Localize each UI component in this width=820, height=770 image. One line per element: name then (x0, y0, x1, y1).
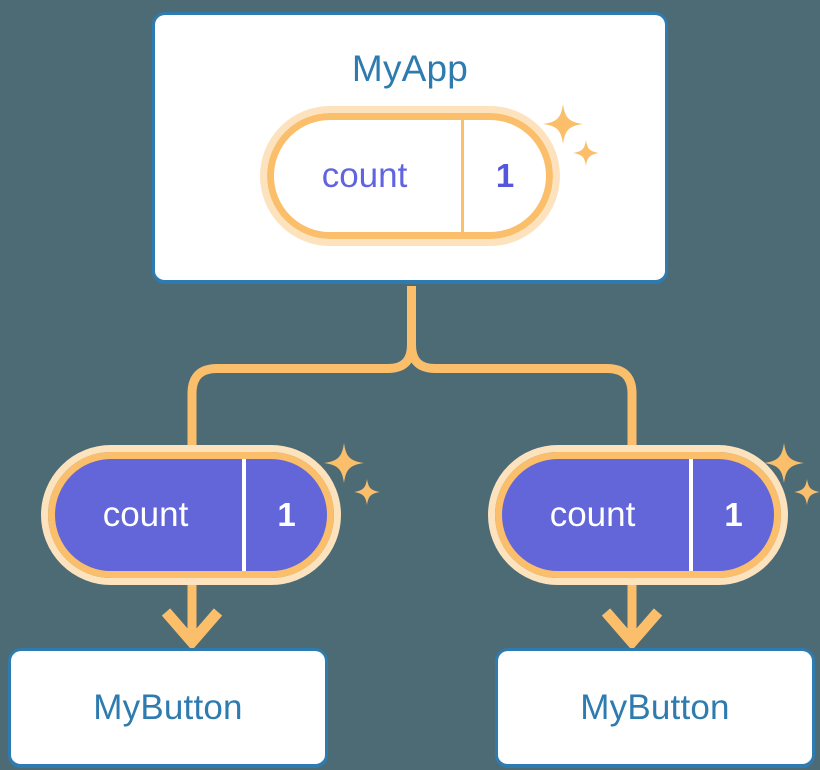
state-value-label: 1 (242, 459, 327, 571)
arrow-head-right (601, 608, 663, 651)
component-name-label: MyButton (93, 687, 243, 727)
state-pill[interactable]: count 1 (488, 445, 788, 585)
state-key-label: count (102, 495, 189, 534)
state-value-label: 1 (461, 120, 546, 232)
component-name-label: MyButton (580, 687, 730, 727)
component-card-mybutton-left[interactable]: MyButton (8, 648, 328, 768)
state-key-label: count (321, 156, 408, 195)
state-pill[interactable]: count 1 (260, 106, 560, 246)
arrow-down-right (601, 578, 663, 651)
state-pill-myapp[interactable]: count 1 (260, 106, 567, 253)
state-pill-mybutton-right[interactable]: count 1 (488, 445, 795, 592)
connector-tree-path (187, 286, 637, 470)
arrow-down-left (161, 578, 223, 651)
arrow-head-left (161, 608, 223, 651)
state-key-label: count (549, 495, 636, 534)
component-card-mybutton-right[interactable]: MyButton (495, 648, 815, 768)
state-value-label: 1 (689, 459, 774, 571)
page-title: MyApp (351, 48, 469, 89)
state-pill-mybutton-left[interactable]: count 1 (41, 445, 348, 592)
state-pill[interactable]: count 1 (41, 445, 341, 585)
